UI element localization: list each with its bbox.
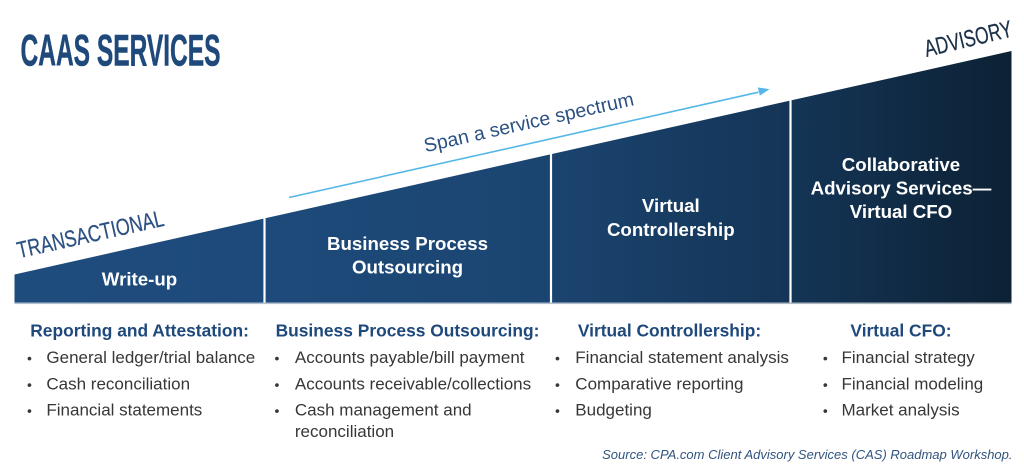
svg-text:Business Process: Business Process xyxy=(327,233,488,254)
svg-text:•: • xyxy=(275,350,280,366)
svg-text:•: • xyxy=(275,403,280,419)
svg-text:Financial modeling: Financial modeling xyxy=(842,374,984,393)
svg-text:•: • xyxy=(555,350,560,366)
svg-text:Virtual Controllership:: Virtual Controllership: xyxy=(578,321,761,341)
svg-text:Financial strategy: Financial strategy xyxy=(842,348,976,367)
svg-text:•: • xyxy=(27,376,32,392)
svg-text:Market analysis: Market analysis xyxy=(842,401,960,420)
svg-text:Financial statements: Financial statements xyxy=(46,401,202,420)
svg-text:Virtual CFO: Virtual CFO xyxy=(850,201,952,222)
svg-text:Cash reconciliation: Cash reconciliation xyxy=(46,374,190,393)
svg-text:•: • xyxy=(27,350,32,366)
svg-text:Virtual CFO:: Virtual CFO: xyxy=(850,321,951,341)
svg-text:•: • xyxy=(275,376,280,392)
svg-text:•: • xyxy=(555,376,560,392)
svg-text:•: • xyxy=(27,403,32,419)
svg-text:Reporting and Attestation:: Reporting and Attestation: xyxy=(30,321,249,341)
svg-text:Accounts receivable/collection: Accounts receivable/collections xyxy=(295,374,531,393)
svg-text:•: • xyxy=(823,403,828,419)
svg-text:Outsourcing: Outsourcing xyxy=(352,257,463,278)
svg-text:•: • xyxy=(555,403,560,419)
svg-text:Virtual: Virtual xyxy=(642,195,700,216)
svg-text:Accounts payable/bill payment: Accounts payable/bill payment xyxy=(295,348,525,367)
svg-text:•: • xyxy=(823,350,828,366)
svg-text:CAAS SERVICES: CAAS SERVICES xyxy=(21,24,221,75)
svg-text:Write-up: Write-up xyxy=(102,269,177,290)
svg-text:Advisory Services—: Advisory Services— xyxy=(811,178,992,199)
svg-text:Business Process Outsourcing:: Business Process Outsourcing: xyxy=(276,321,540,341)
svg-text:Budgeting: Budgeting xyxy=(575,401,652,420)
svg-text:Financial statement analysis: Financial statement analysis xyxy=(575,348,789,367)
svg-text:Cash management and: Cash management and xyxy=(295,401,472,420)
svg-text:•: • xyxy=(823,376,828,392)
svg-text:General ledger/trial balance: General ledger/trial balance xyxy=(46,348,255,367)
svg-text:Source: CPA.com Client Advisor: Source: CPA.com Client Advisory Services… xyxy=(602,447,1012,462)
svg-text:Collaborative: Collaborative xyxy=(842,154,960,175)
svg-text:Comparative reporting: Comparative reporting xyxy=(575,374,743,393)
svg-text:reconciliation: reconciliation xyxy=(295,422,394,441)
svg-text:Controllership: Controllership xyxy=(607,219,735,240)
